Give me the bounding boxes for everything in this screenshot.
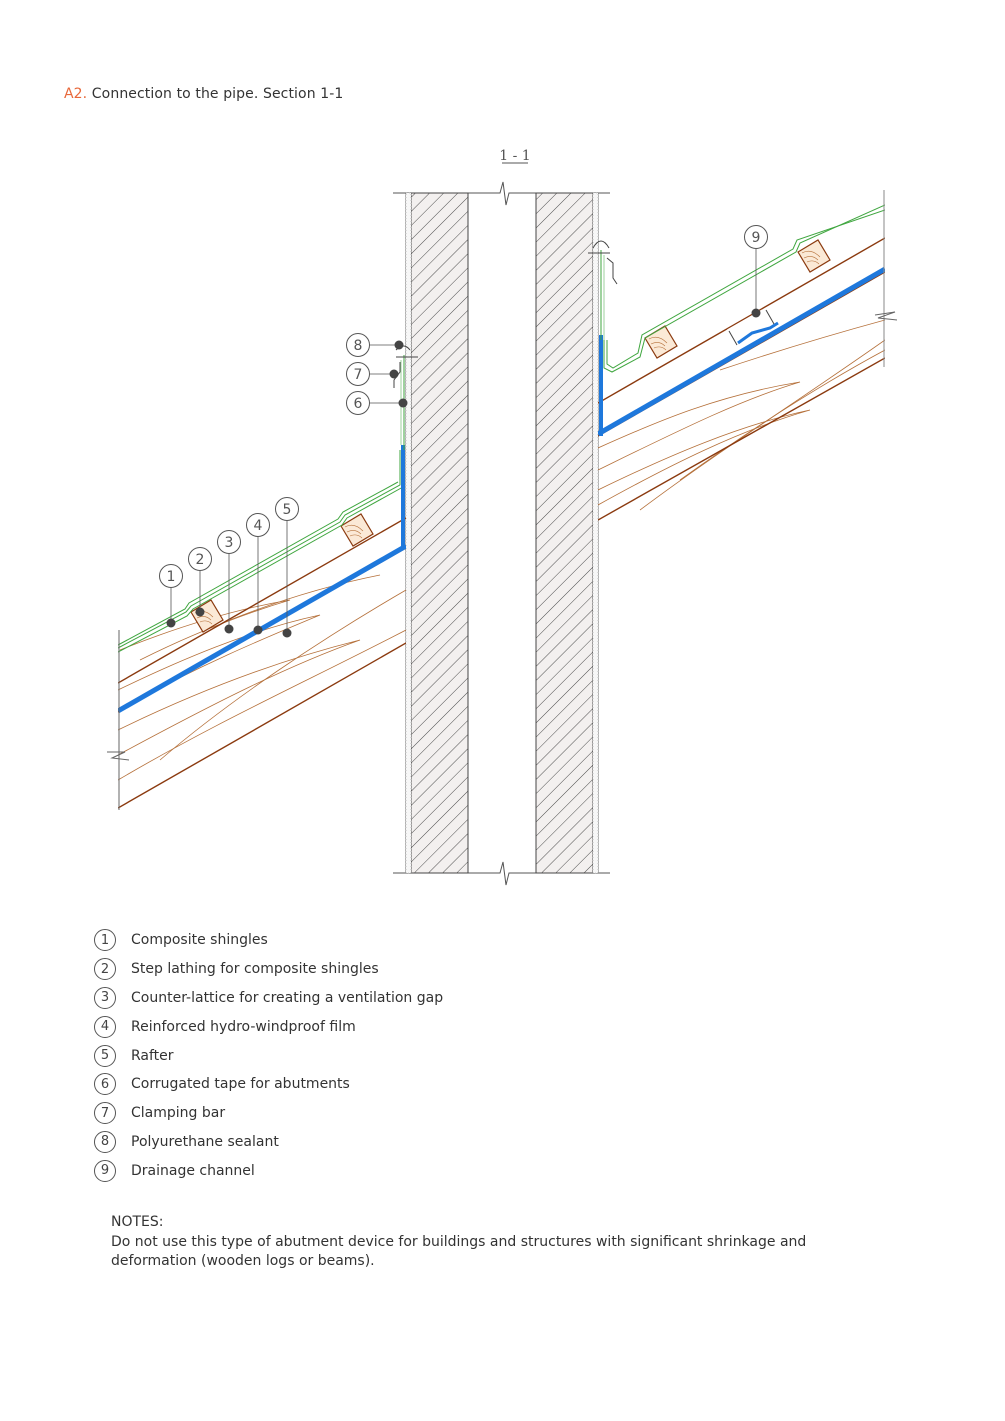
legend-label: Polyurethane sealant (131, 1133, 279, 1150)
legend-label: Composite shingles (131, 932, 268, 949)
counter-batten-top-right (598, 237, 885, 404)
pipe-wall-right (535, 192, 594, 874)
legend-number-badge: 4 (94, 1015, 116, 1038)
callout-2: 2 (188, 547, 212, 617)
notes-text: Do not use this type of abutment device … (111, 1233, 807, 1270)
callout-4: 4 (246, 513, 270, 635)
svg-text:5: 5 (283, 502, 292, 518)
legend-label: Rafter (131, 1047, 174, 1064)
plaster-right (592, 192, 599, 874)
svg-text:2: 2 (196, 552, 205, 568)
title-code: A2. (64, 86, 88, 102)
legend-label: Clamping bar (131, 1105, 226, 1122)
counter-batten-top-left (118, 517, 406, 684)
pipe-wall-left (410, 192, 469, 874)
bottom-break-line (393, 861, 610, 886)
callout-9: 9 (744, 225, 768, 318)
svg-text:3: 3 (225, 535, 234, 551)
callout-1: 1 (159, 564, 183, 628)
callout-8: 8 (346, 333, 404, 357)
membrane-right (598, 266, 885, 437)
legend-label: Counter-lattice for creating a ventilati… (131, 989, 444, 1006)
legend-item: 6 Corrugated tape for abutments (94, 1070, 443, 1099)
batten-left-1 (190, 599, 224, 633)
legend-item: 4 Reinforced hydro-windproof film (94, 1012, 443, 1041)
legend-item: 3 Counter-lattice for creating a ventila… (94, 984, 443, 1013)
svg-text:9: 9 (752, 230, 761, 246)
legend-item: 7 Clamping bar (94, 1099, 443, 1128)
shingles-left (118, 450, 404, 653)
batten-right-2 (797, 239, 831, 273)
callout-7: 7 (346, 362, 399, 386)
rafter-grain-right (598, 319, 885, 511)
legend-item: 2 Step lathing for composite shingles (94, 955, 443, 984)
legend-item: 1 Composite shingles (94, 926, 443, 955)
callout-3: 3 (217, 530, 241, 634)
rafter-grain-left (118, 574, 406, 781)
svg-text:8: 8 (354, 338, 363, 354)
legend-item: 9 Drainage channel (94, 1156, 443, 1185)
left-break-symbol (107, 751, 130, 761)
svg-text:7: 7 (354, 367, 363, 383)
notes-heading: NOTES: (111, 1214, 164, 1230)
notes: NOTES: Do not use this type of abutment … (111, 1213, 831, 1272)
callout-6: 6 (346, 391, 408, 415)
title-text: Connection to the pipe. Section 1-1 (87, 86, 344, 102)
batten-left-2 (340, 513, 374, 547)
svg-text:1: 1 (167, 569, 176, 585)
legend-number-badge: 7 (94, 1102, 116, 1125)
section-label: 1 - 1 (499, 148, 530, 164)
legend-number-badge: 8 (94, 1130, 116, 1153)
plaster-left (405, 192, 412, 874)
svg-text:4: 4 (254, 518, 263, 534)
legend-item: 8 Polyurethane sealant (94, 1128, 443, 1157)
legend-number-badge: 9 (94, 1159, 116, 1182)
callout-5: 5 (275, 497, 299, 638)
shingles-right (603, 204, 885, 373)
legend-number-badge: 5 (94, 1044, 116, 1067)
clamp-sealant-right (588, 240, 618, 285)
legend-label: Corrugated tape for abutments (131, 1076, 350, 1093)
rafter-bottom-left (118, 642, 406, 809)
page-title: A2. Connection to the pipe. Section 1-1 (64, 86, 343, 102)
svg-text:6: 6 (354, 396, 363, 412)
top-break-line (393, 181, 610, 206)
legend-label: Step lathing for composite shingles (131, 961, 379, 978)
legend-number-badge: 1 (94, 929, 116, 952)
right-break-symbol (874, 311, 898, 321)
legend-number-badge: 2 (94, 958, 116, 981)
legend-label: Drainage channel (131, 1162, 255, 1179)
legend-item: 5 Rafter (94, 1041, 443, 1070)
rafter-bottom-right (598, 357, 885, 521)
legend-label: Reinforced hydro-windproof film (131, 1018, 356, 1035)
legend-number-badge: 6 (94, 1073, 116, 1096)
drainage-channel (727, 309, 779, 349)
legend-number-badge: 3 (94, 986, 116, 1009)
legend: 1 Composite shingles 2 Step lathing for … (94, 926, 443, 1185)
